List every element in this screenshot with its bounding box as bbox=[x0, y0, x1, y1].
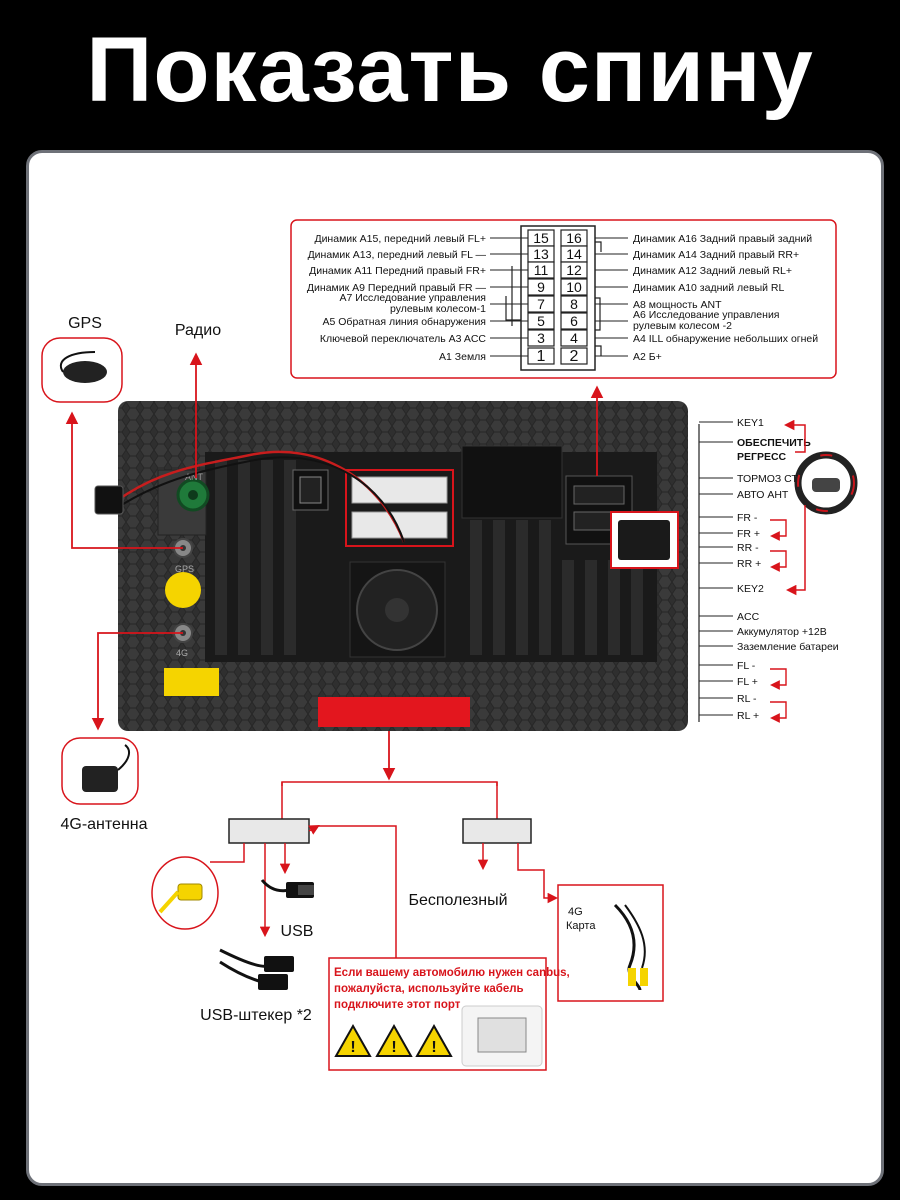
yellow-label bbox=[164, 668, 219, 696]
pin-number: 9 bbox=[537, 279, 545, 295]
pin-number: 4 bbox=[570, 330, 578, 346]
pin-label-left: A5 Обратная линия обнаружения bbox=[323, 316, 487, 328]
side-label: KEY1 bbox=[737, 417, 764, 429]
side-label: FR + bbox=[737, 528, 760, 540]
side-label: FR - bbox=[737, 512, 758, 524]
pin-cell-10 bbox=[560, 278, 588, 296]
gps-label: GPS bbox=[68, 315, 102, 332]
pin-label-right: Динамик A16 Задний правый задний bbox=[633, 233, 812, 245]
pin-number: 6 bbox=[570, 313, 578, 329]
useless-label: Бесполезный bbox=[408, 892, 507, 909]
4g-cable-icon bbox=[613, 903, 648, 991]
side-label: KEY2 bbox=[737, 583, 764, 595]
pin-number: 13 bbox=[533, 246, 549, 262]
side-label: ОБЕСПЕЧИТЬ bbox=[737, 437, 811, 449]
red-label bbox=[318, 697, 470, 727]
4g-port-label: 4G bbox=[176, 648, 188, 658]
pin-label-right: A4 ILL обнаружение небольших огней bbox=[633, 333, 818, 345]
pin-label-left: Динамик A11 Передний правый FR+ bbox=[309, 265, 486, 277]
side-label: RL - bbox=[737, 693, 757, 705]
yellow-sticker bbox=[165, 572, 201, 608]
usb-connector bbox=[228, 818, 310, 844]
pin-cell-6 bbox=[560, 312, 588, 330]
pin-label-left: Ключевой переключатель A3 ACC bbox=[320, 333, 487, 345]
side-label: АВТО АНТ bbox=[737, 489, 789, 501]
side-label: ACC bbox=[737, 611, 760, 623]
pin-label-left: A1 Земля bbox=[439, 351, 486, 363]
pin-cell-12 bbox=[560, 261, 588, 279]
svg-text:!: ! bbox=[391, 1039, 396, 1056]
pin-label-left: Динамик A15, передний левый FL+ bbox=[314, 233, 486, 245]
pin-number: 5 bbox=[537, 313, 545, 329]
pin-label-right: A6 Исследование управления bbox=[633, 309, 780, 321]
4g-connector bbox=[462, 818, 532, 844]
canbus-text-2: пожалуйста, используйте кабель bbox=[334, 983, 524, 995]
pin-label-right: Динамик A10 задний левый RL bbox=[633, 282, 784, 294]
gps-port-label: GPS bbox=[175, 564, 194, 574]
pin-number: 1 bbox=[537, 348, 546, 365]
pin-cell-4 bbox=[560, 329, 588, 347]
4g-antenna-label: 4G-антенна bbox=[60, 816, 147, 833]
pin-label-right: A2 Б+ bbox=[633, 351, 662, 363]
pin-number: 10 bbox=[566, 279, 582, 295]
aux-connectors-highlight bbox=[345, 469, 454, 547]
pin-label-right: Динамик A12 Задний левый RL+ bbox=[633, 265, 792, 277]
side-label: ТОРМОЗ СТ bbox=[737, 473, 798, 485]
pin-number: 14 bbox=[566, 246, 582, 262]
pin-labels-right: Динамик A16 Задний правый заднийДинамик … bbox=[595, 233, 818, 363]
svg-text:!: ! bbox=[431, 1039, 436, 1056]
side-label: FL - bbox=[737, 660, 756, 672]
pin-number: 7 bbox=[537, 296, 545, 312]
pin-number: 12 bbox=[566, 262, 582, 278]
side-label: РЕГРЕСС bbox=[737, 451, 787, 463]
pin-label-left: A7 Исследование управления bbox=[340, 292, 487, 304]
pin-number: 15 bbox=[533, 230, 549, 246]
canbus-text-3: подключите этот порт bbox=[334, 999, 461, 1011]
pin-label-left: Динамик A13, передний левый FL — bbox=[308, 249, 487, 261]
pin-cell-8 bbox=[560, 295, 588, 313]
pin-number: 16 bbox=[566, 230, 582, 246]
side-label: FL + bbox=[737, 676, 758, 688]
page-title: Показать спину bbox=[86, 19, 814, 121]
pin-label-right: Динамик A14 Задний правый RR+ bbox=[633, 249, 799, 261]
usb-label: USB bbox=[281, 923, 314, 940]
ant-port-label: ANT bbox=[185, 472, 204, 482]
canbus-text-1: Если вашему автомобилю нужен canbus, bbox=[334, 967, 570, 979]
rca-plug-icon bbox=[177, 883, 203, 901]
side-label: RR - bbox=[737, 542, 759, 554]
pin-number: 3 bbox=[537, 330, 545, 346]
radio-label: Радио bbox=[175, 322, 221, 339]
pin-number: 2 bbox=[570, 348, 579, 365]
pin-number: 11 bbox=[534, 262, 549, 278]
gps-antenna-icon bbox=[63, 361, 107, 383]
pin-label-right-2: рулевым колесом -2 bbox=[633, 320, 732, 332]
map-card-label: Карта bbox=[566, 920, 596, 932]
side-label: RR + bbox=[737, 558, 761, 570]
svg-text:!: ! bbox=[350, 1039, 355, 1056]
side-label: Заземление батареи bbox=[737, 641, 839, 653]
pin-label-left-2: рулевым колесом-1 bbox=[390, 303, 486, 315]
steering-wheel-icon bbox=[794, 451, 858, 515]
usb-double-cable-icon bbox=[219, 948, 294, 990]
warning-icons: ! ! ! bbox=[334, 1023, 453, 1057]
4g-antenna-icon bbox=[82, 766, 118, 792]
map-4g-label: 4G bbox=[568, 906, 583, 918]
pin-label-right: A8 мощность ANT bbox=[633, 299, 722, 311]
usb-cable-icon bbox=[260, 879, 314, 898]
pin-label-left: Динамик A9 Передний правый FR — bbox=[307, 282, 487, 294]
side-label: Аккумулятор +12В bbox=[737, 626, 827, 638]
power-plug bbox=[94, 485, 124, 515]
side-label: RL + bbox=[737, 710, 759, 722]
usb2-label: USB-штекер *2 bbox=[200, 1007, 312, 1024]
pin-labels-left: Динамик A15, передний левый FL+ Динамик A… bbox=[307, 233, 528, 363]
pin-number: 8 bbox=[570, 296, 578, 312]
pin-cell-2 bbox=[560, 347, 588, 365]
